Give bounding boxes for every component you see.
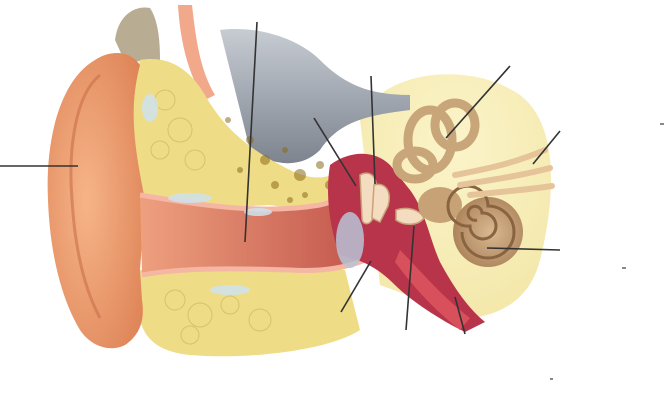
cartilage-patches	[142, 94, 272, 295]
cochlea	[446, 184, 523, 267]
leader-line-vestibulocochlear-nerve	[532, 130, 561, 165]
auricle-helix-fold	[69, 73, 102, 319]
canal-skin-lining-lower	[141, 257, 366, 278]
vestibulocochlear-nerve	[452, 147, 555, 198]
auricle	[47, 53, 146, 349]
fatty-tissue-upper	[133, 59, 360, 210]
leader-line-semicircular-canals	[445, 65, 511, 139]
fatty-tissue-lower	[140, 262, 360, 357]
semicircular-canals	[392, 98, 480, 184]
stapes	[395, 207, 425, 225]
hair-tuft	[115, 7, 160, 62]
skull-bone	[220, 29, 410, 164]
leader-line-ossicle-incus	[370, 75, 376, 185]
leader-line-tympanic-membrane	[340, 260, 372, 313]
scalp-skin	[178, 5, 215, 100]
ossicles	[359, 172, 425, 225]
leader-line-ossicle-malleus	[313, 117, 357, 187]
external-auditory-canal	[140, 190, 365, 275]
incus	[371, 183, 390, 224]
leader-lines	[0, 21, 561, 335]
leader-line-cochlea	[486, 247, 561, 251]
leader-line-ear-canal	[244, 21, 258, 243]
leader-line-auditory-tube	[454, 296, 466, 335]
tympanic-membrane	[336, 212, 364, 268]
stray-marks	[550, 123, 664, 380]
fat-lobule-texture	[150, 89, 272, 345]
auditory-tube	[395, 250, 470, 330]
leader-line-stapes	[405, 225, 415, 331]
